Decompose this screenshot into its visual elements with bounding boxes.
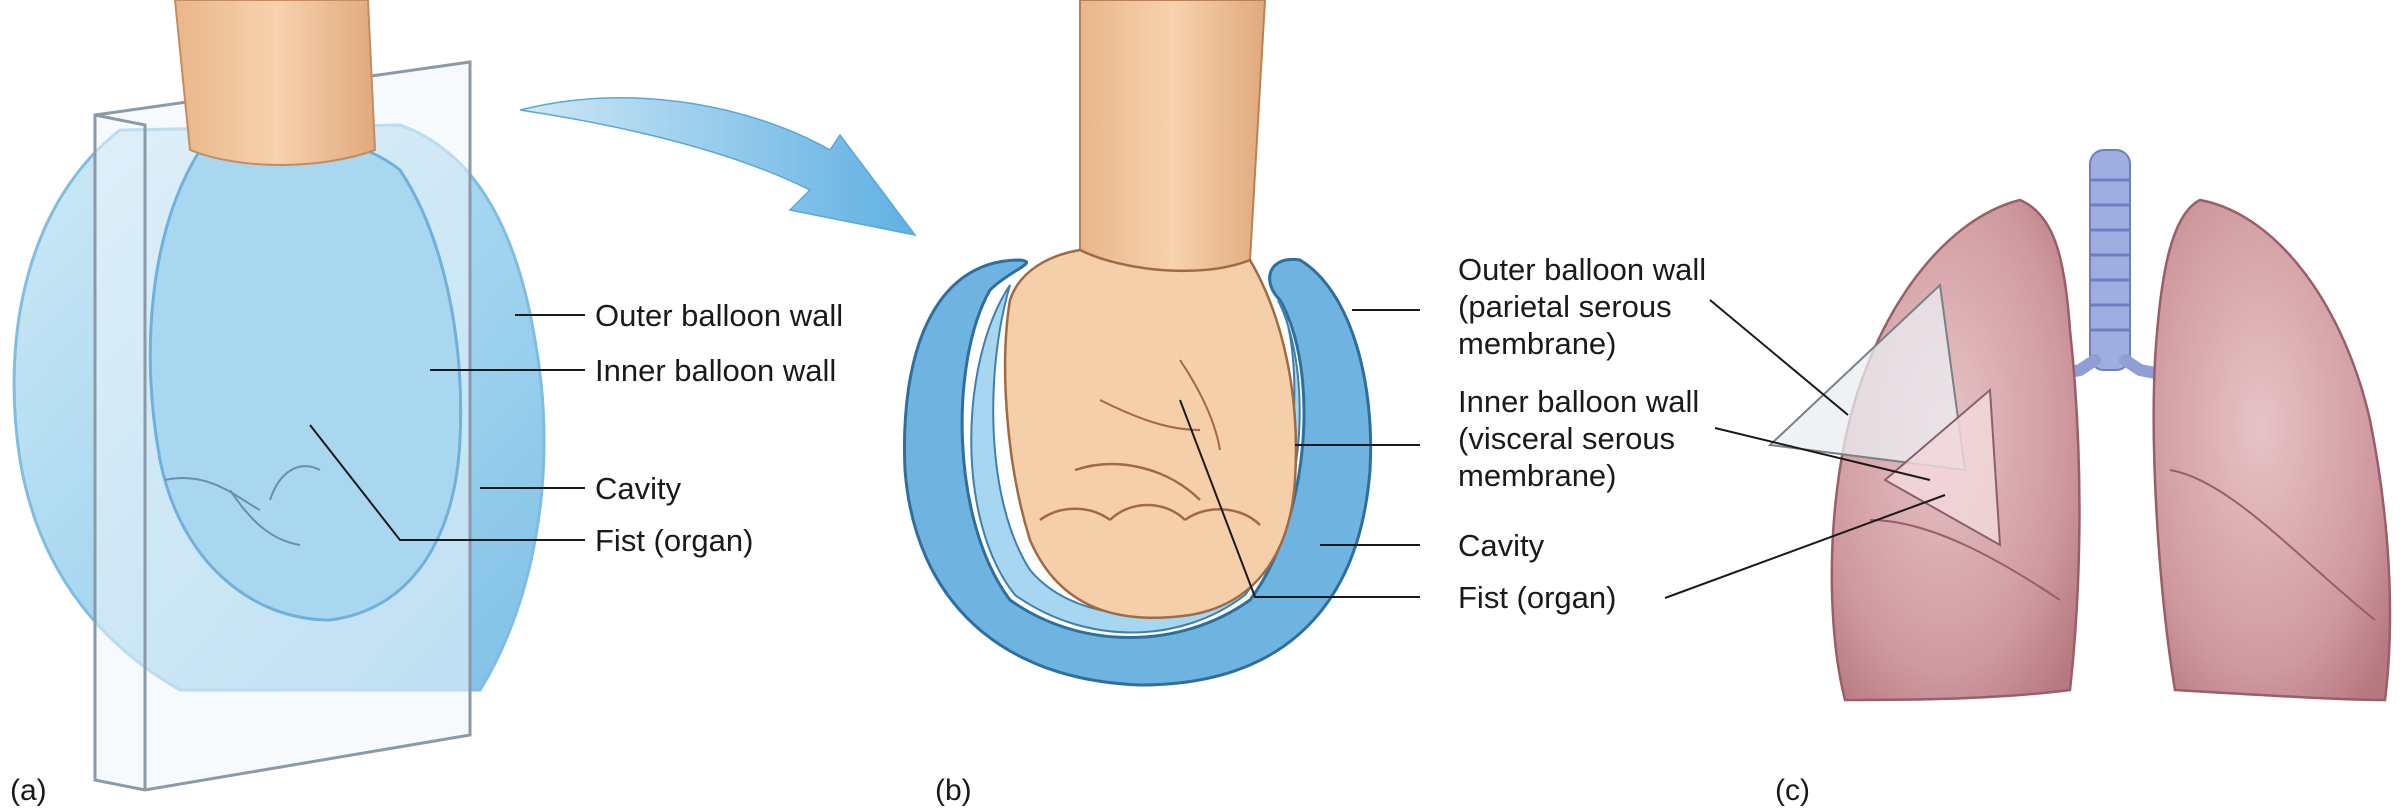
panel-b-illustration <box>904 0 1420 685</box>
panel-b-inner-line1: Inner balloon wall <box>1458 384 1699 419</box>
panel-a-label-cavity: Cavity <box>595 471 682 506</box>
panel-a-illustration <box>14 0 585 790</box>
panel-a-label-outer: Outer balloon wall <box>595 298 843 333</box>
panel-b-label-fist: Fist (organ) <box>1458 580 1616 615</box>
fist-b <box>1005 250 1296 618</box>
panel-c-letter: (c) <box>1775 774 1810 807</box>
panel-b-inner-line2: (visceral serous <box>1458 421 1675 456</box>
panel-c-illustration <box>1665 150 2390 700</box>
panel-b-outer-line3: membrane) <box>1458 326 1617 361</box>
transition-arrow <box>520 98 915 235</box>
panel-a-letter: (a) <box>10 774 47 807</box>
panel-a-label-fist: Fist (organ) <box>595 523 753 558</box>
panel-b-outer-line1: Outer balloon wall <box>1458 252 1706 287</box>
panel-b-inner-line3: membrane) <box>1458 458 1617 493</box>
inner-balloon-a <box>150 135 460 620</box>
panel-b-label-outer: Outer balloon wall (parietal serous memb… <box>1458 252 1706 361</box>
panel-a-label-inner: Inner balloon wall <box>595 353 836 388</box>
panel-b-letter: (b) <box>935 774 972 807</box>
panel-b-label-inner: Inner balloon wall (visceral serous memb… <box>1458 384 1699 493</box>
panel-b-outer-line2: (parietal serous <box>1458 289 1672 324</box>
wrist-a <box>175 0 375 165</box>
forearm-b <box>1080 0 1265 271</box>
left-lung <box>2154 200 2390 700</box>
panel-b-label-cavity: Cavity <box>1458 528 1545 563</box>
